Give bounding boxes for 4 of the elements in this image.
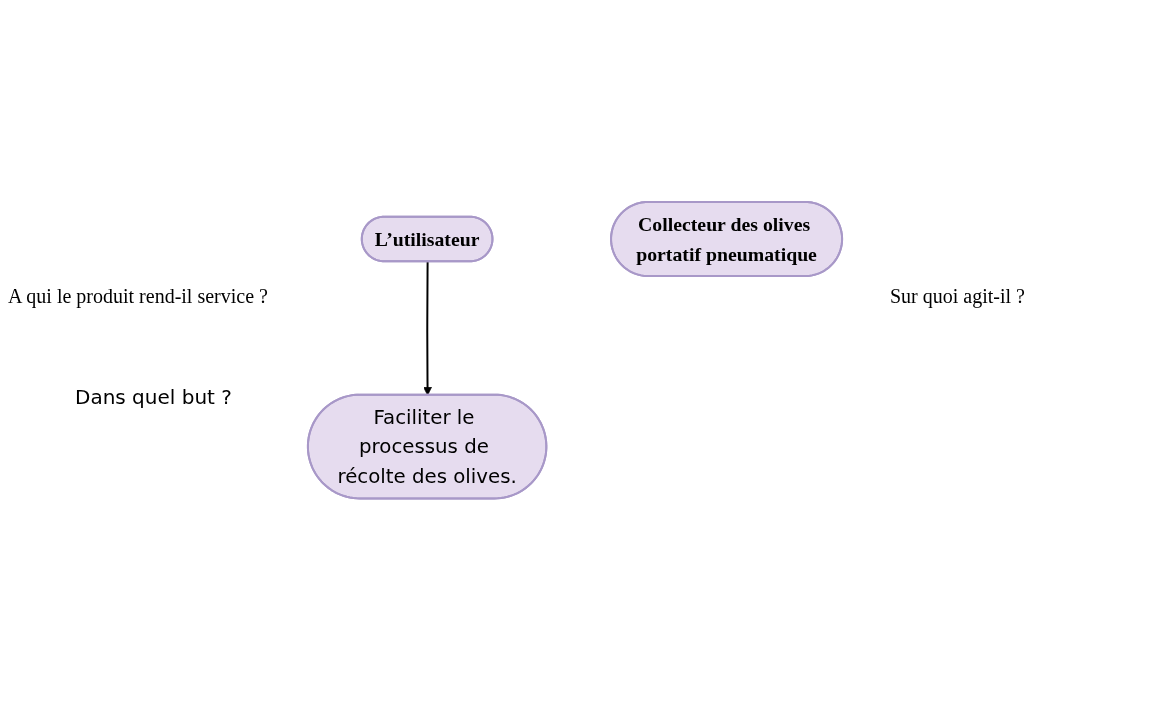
arrow bbox=[423, 260, 432, 396]
question-label: A qui le produit rend-il service ? bbox=[8, 285, 268, 308]
question-label: Dans quel but ? bbox=[75, 385, 232, 409]
question-label: Sur quoi agit-il ? bbox=[890, 285, 1025, 308]
